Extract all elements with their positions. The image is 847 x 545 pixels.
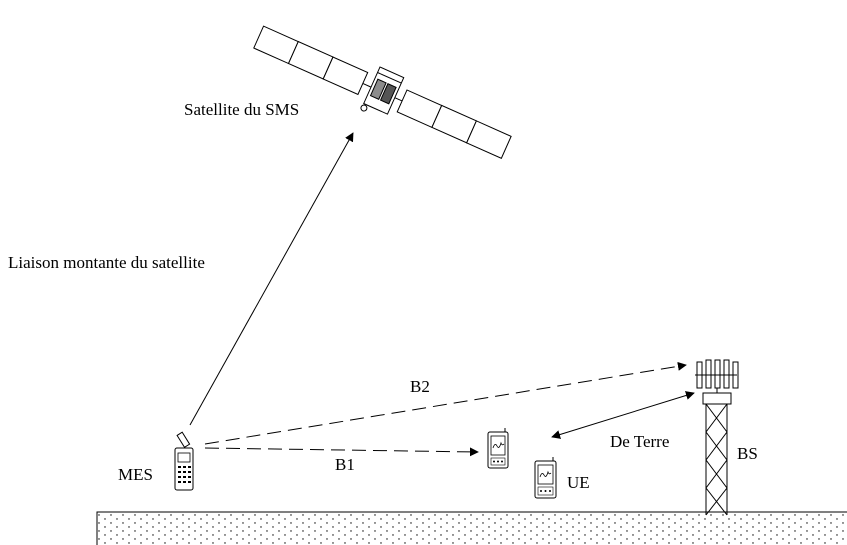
ground-strip <box>96 511 847 545</box>
mes-label: MES <box>118 465 153 484</box>
user-equipment-icon <box>487 428 509 469</box>
satellite-right-panel <box>394 89 512 159</box>
b1-label: B1 <box>335 455 355 474</box>
terrestrial-link-arrow <box>551 391 695 439</box>
satellite-icon <box>253 25 512 159</box>
b1-link-arrow <box>204 447 479 457</box>
uplink-arrow <box>189 132 354 426</box>
bs-label: BS <box>737 444 758 463</box>
b2-link-arrow <box>204 361 687 445</box>
ue-label: UE <box>567 473 590 492</box>
satellite-label: Satellite du SMS <box>184 100 299 119</box>
satellite-body <box>360 66 405 115</box>
mobile-earth-station-icon <box>174 431 194 491</box>
terrestrial-label: De Terre <box>610 432 669 451</box>
user-equipment-icon-ue <box>534 457 557 499</box>
base-station-tower-icon <box>695 359 739 516</box>
satellite-left-panel <box>253 25 372 96</box>
b2-label: B2 <box>410 377 430 396</box>
uplink-label: Liaison montante du satellite <box>8 253 205 272</box>
